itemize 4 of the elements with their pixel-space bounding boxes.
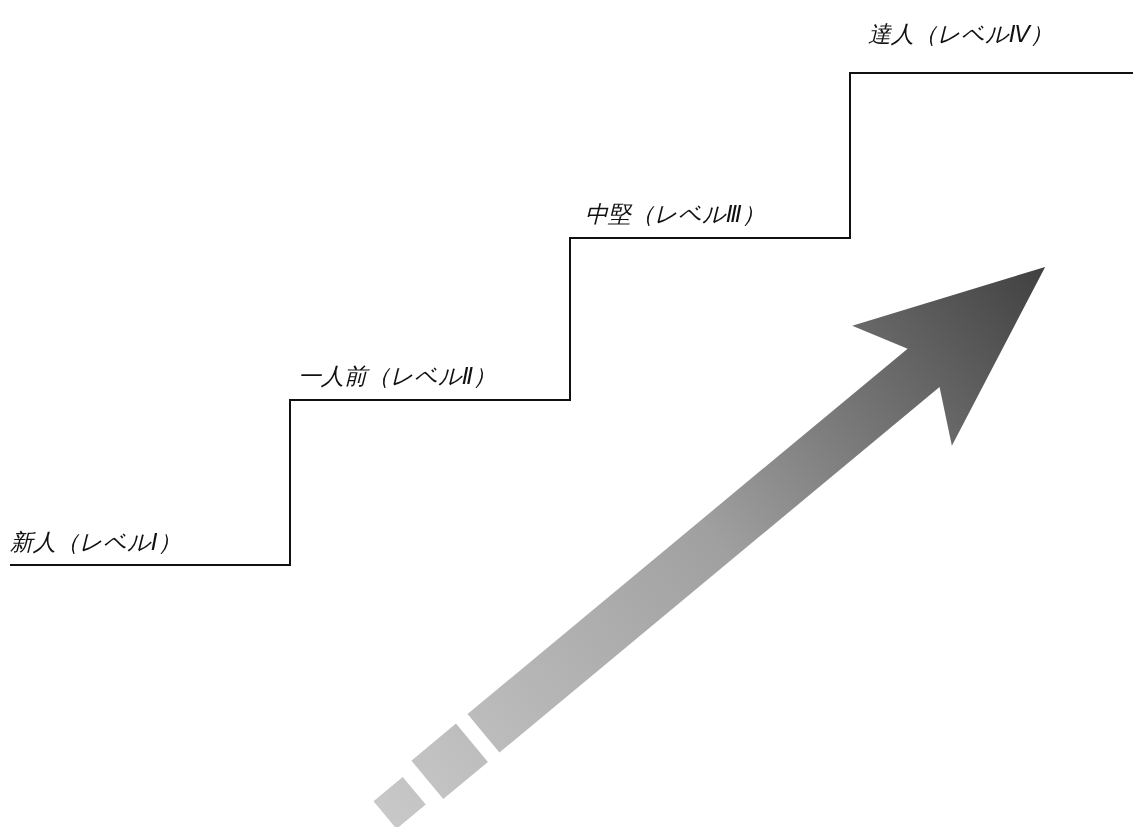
level-label: 一人前（レベルⅡ） (298, 362, 497, 390)
level-label: 達人（レベルⅣ） (868, 20, 1054, 48)
level-label: 中堅（レベルⅢ） (585, 200, 765, 228)
level-label: 新人（レベルⅠ） (10, 528, 181, 556)
